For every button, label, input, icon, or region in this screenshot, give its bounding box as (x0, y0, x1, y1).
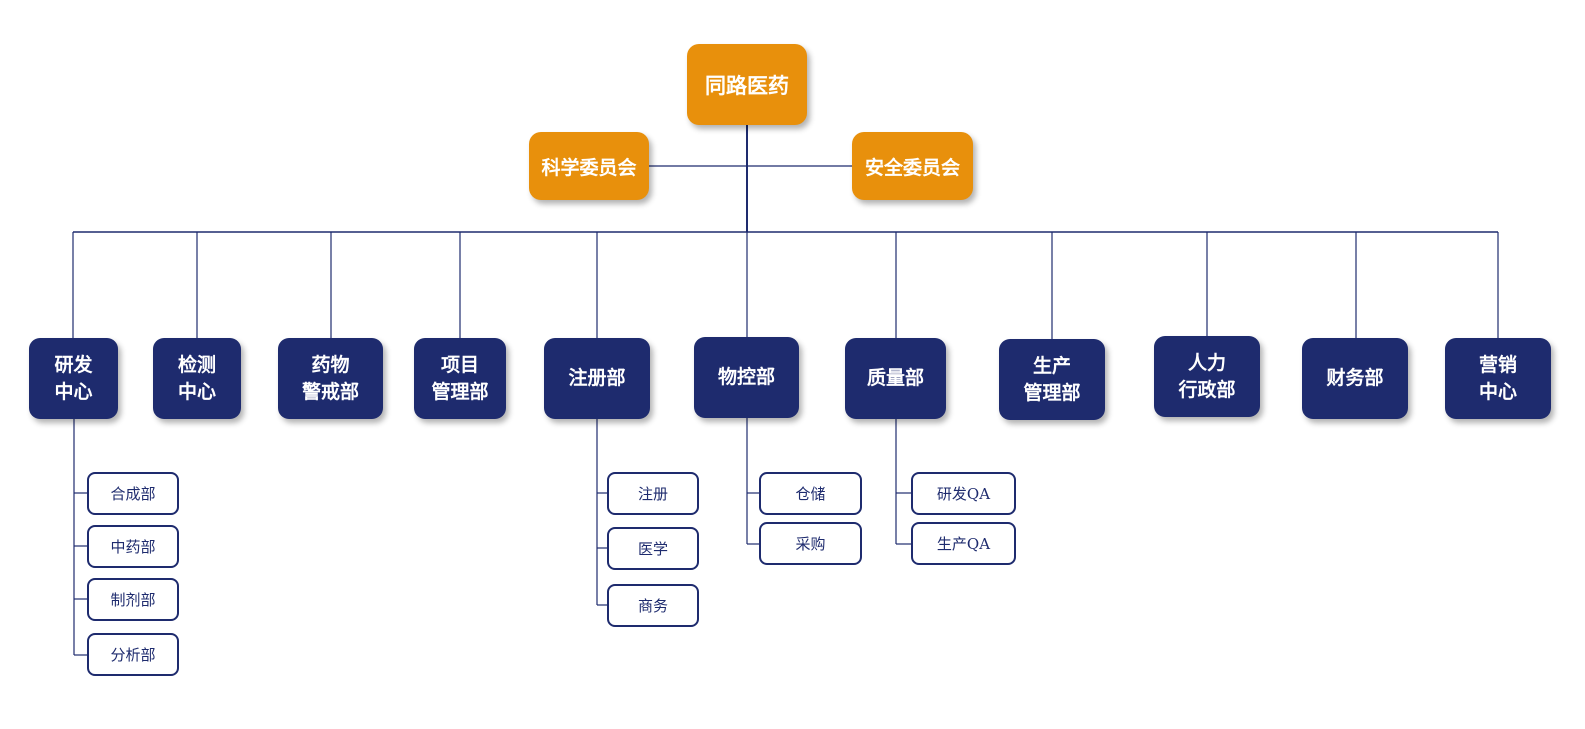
dept-reg-node: 注册部 (544, 338, 650, 419)
sub-reg-1-node: 注册 (607, 472, 699, 515)
root-node: 同路医药 (687, 44, 807, 125)
sub-qa-2-node: 生产QA (911, 522, 1016, 565)
sub-reg-3-label: 商务 (637, 597, 668, 615)
sub-qa-1-label: 研发QA (936, 485, 991, 503)
sub-qa-2-label: 生产QA (936, 535, 991, 553)
dept-prod-node: 生产 管理部 (999, 339, 1105, 420)
dept-rd-label: 研发 中心 (54, 353, 93, 403)
dept-qa-node: 质量部 (845, 338, 946, 419)
dept-testing-label: 检测 中心 (177, 353, 216, 403)
dept-mkt-node: 营销 中心 (1445, 338, 1551, 419)
sub-mc-2-node: 采购 (759, 522, 862, 565)
sub-mc-1-node: 仓储 (759, 472, 862, 515)
dept-hr-label: 人力 行政部 (1178, 351, 1236, 401)
dept-testing-node: 检测 中心 (153, 338, 241, 419)
sub-mc-1-label: 仓储 (795, 485, 826, 503)
sub-reg-2-label: 医学 (637, 540, 668, 558)
sub-rd-4-label: 分析部 (110, 646, 156, 664)
sub-reg-3-node: 商务 (607, 584, 699, 627)
root-label: 同路医药 (705, 73, 789, 98)
sub-rd-2-label: 中药部 (110, 538, 156, 556)
sub-mc-2-label: 采购 (795, 535, 826, 553)
sub-rd-4-node: 分析部 (87, 633, 179, 676)
sub-rd-2-node: 中药部 (87, 525, 179, 568)
dept-prod-label: 生产 管理部 (1023, 354, 1081, 404)
sub-rd-3-label: 制剂部 (110, 591, 156, 609)
sub-rd-1-label: 合成部 (110, 485, 156, 503)
sub-rd-1-node: 合成部 (87, 472, 179, 515)
sub-qa-1-node: 研发QA (911, 472, 1016, 515)
dept-hr-node: 人力 行政部 (1154, 336, 1260, 417)
dept-pm-node: 项目 管理部 (414, 338, 506, 419)
sub-rd-3-node: 制剂部 (87, 578, 179, 621)
dept-qa-label: 质量部 (866, 367, 924, 389)
dept-reg-label: 注册部 (568, 367, 626, 389)
dept-mc-label: 物控部 (717, 366, 775, 388)
committee-safety-label: 安全委员会 (864, 156, 960, 179)
dept-mc-node: 物控部 (694, 337, 799, 418)
committee-science-node: 科学委员会 (529, 132, 649, 200)
committee-safety-node: 安全委员会 (852, 132, 973, 200)
sub-reg-1-label: 注册 (637, 485, 668, 503)
dept-fin-node: 财务部 (1302, 338, 1408, 419)
committee-science-label: 科学委员会 (541, 156, 637, 179)
dept-rd-node: 研发 中心 (29, 338, 118, 419)
dept-pv-label: 药物 警戒部 (301, 353, 359, 403)
dept-mkt-label: 营销 中心 (1478, 353, 1517, 403)
dept-pm-label: 项目 管理部 (431, 353, 489, 403)
dept-pv-node: 药物 警戒部 (278, 338, 383, 419)
sub-reg-2-node: 医学 (607, 527, 699, 570)
dept-fin-label: 财务部 (1326, 367, 1384, 389)
